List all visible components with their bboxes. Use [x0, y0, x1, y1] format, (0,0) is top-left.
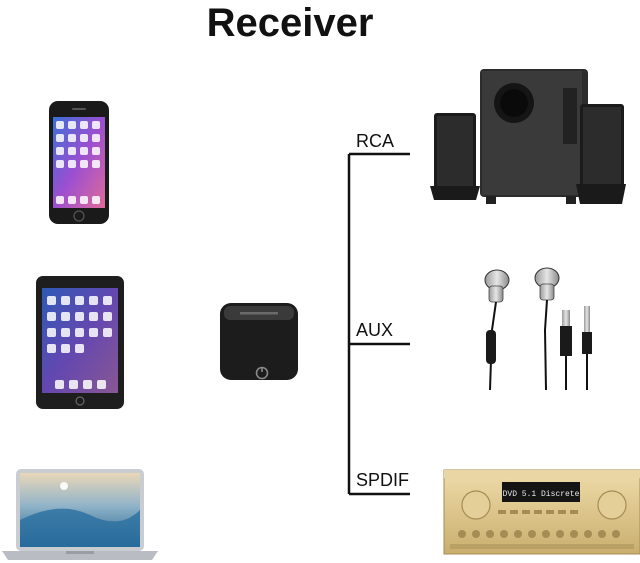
output-label-aux: AUX: [356, 320, 394, 340]
receiver-display: DVD 5.1 Discrete: [503, 490, 580, 499]
earphones-icon: [484, 267, 592, 391]
connector-lines: [347, 152, 410, 496]
output-label-rca: RCA: [356, 131, 395, 151]
smartphone-icon: [49, 101, 109, 224]
diagram-title: Receiver: [206, 1, 374, 45]
bluetooth-receiver-icon: [220, 303, 298, 380]
av-receiver-icon: DVD 5.1 Discrete: [443, 469, 640, 555]
tablet-icon: [36, 276, 124, 409]
laptop-icon: [2, 469, 158, 560]
speakers-icon: [430, 69, 626, 204]
output-label-spdif: SPDIF: [356, 470, 410, 490]
